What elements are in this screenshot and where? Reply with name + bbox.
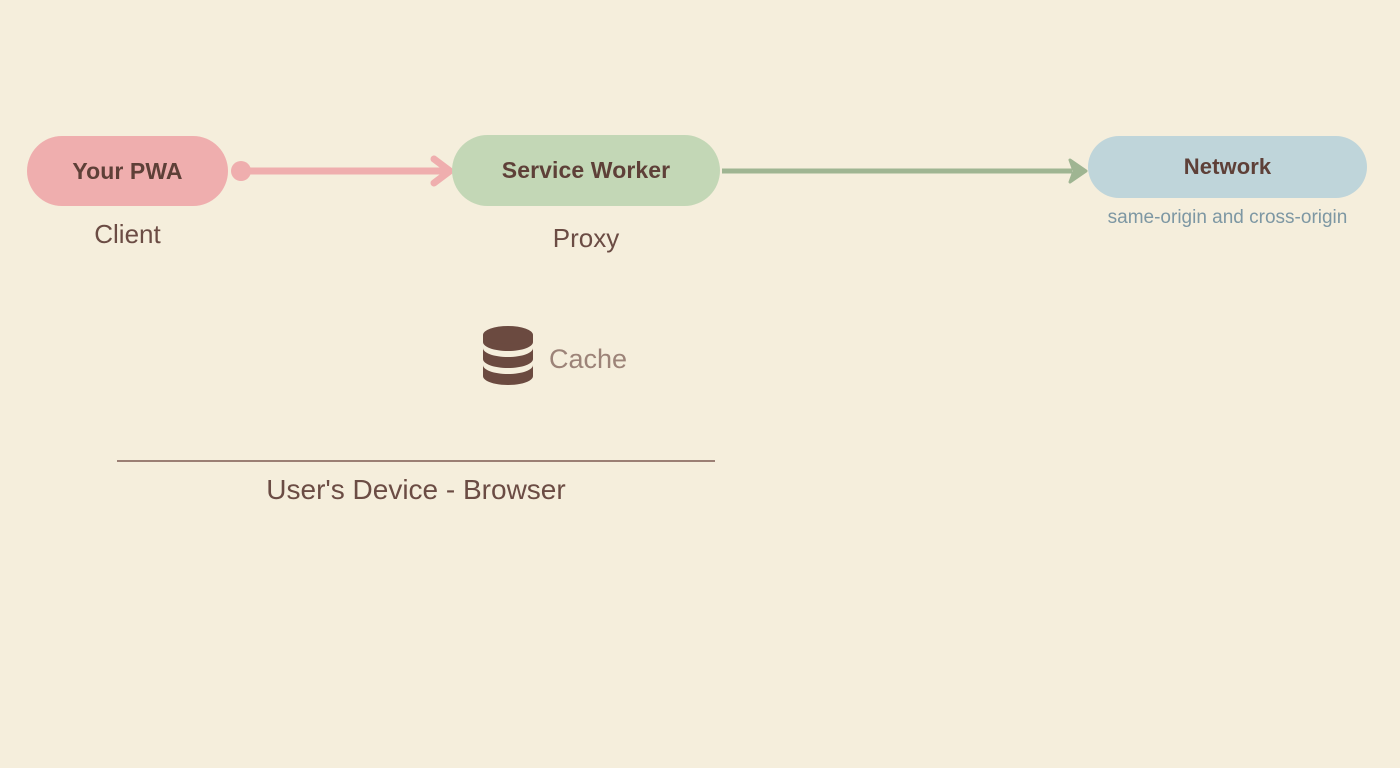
node-service-worker-label: Service Worker — [501, 157, 671, 183]
node-service-worker-caption: Proxy — [552, 223, 620, 253]
edge-start-dot-icon — [231, 161, 251, 181]
node-network-label: Network — [1183, 154, 1272, 179]
cache-storage-group[interactable]: Cache — [483, 326, 627, 392]
node-service-worker[interactable]: Service Worker — [452, 135, 720, 206]
arrow-head-icon — [430, 155, 454, 187]
database-icon — [483, 326, 533, 385]
node-your-pwa-caption: Client — [94, 219, 161, 249]
device-boundary-line — [117, 460, 715, 462]
device-boundary-label: User's Device - Browser — [266, 474, 566, 505]
cache-label: Cache — [549, 343, 628, 374]
arrow-head-icon — [1068, 158, 1088, 184]
edge-pwa-to-service-worker — [231, 155, 454, 187]
node-your-pwa-label: Your PWA — [72, 157, 183, 184]
node-your-pwa[interactable]: Your PWA — [27, 136, 228, 206]
node-network[interactable]: Network — [1088, 136, 1367, 198]
node-network-caption: same-origin and cross-origin — [1107, 207, 1348, 228]
edge-service-worker-to-network — [722, 158, 1088, 184]
